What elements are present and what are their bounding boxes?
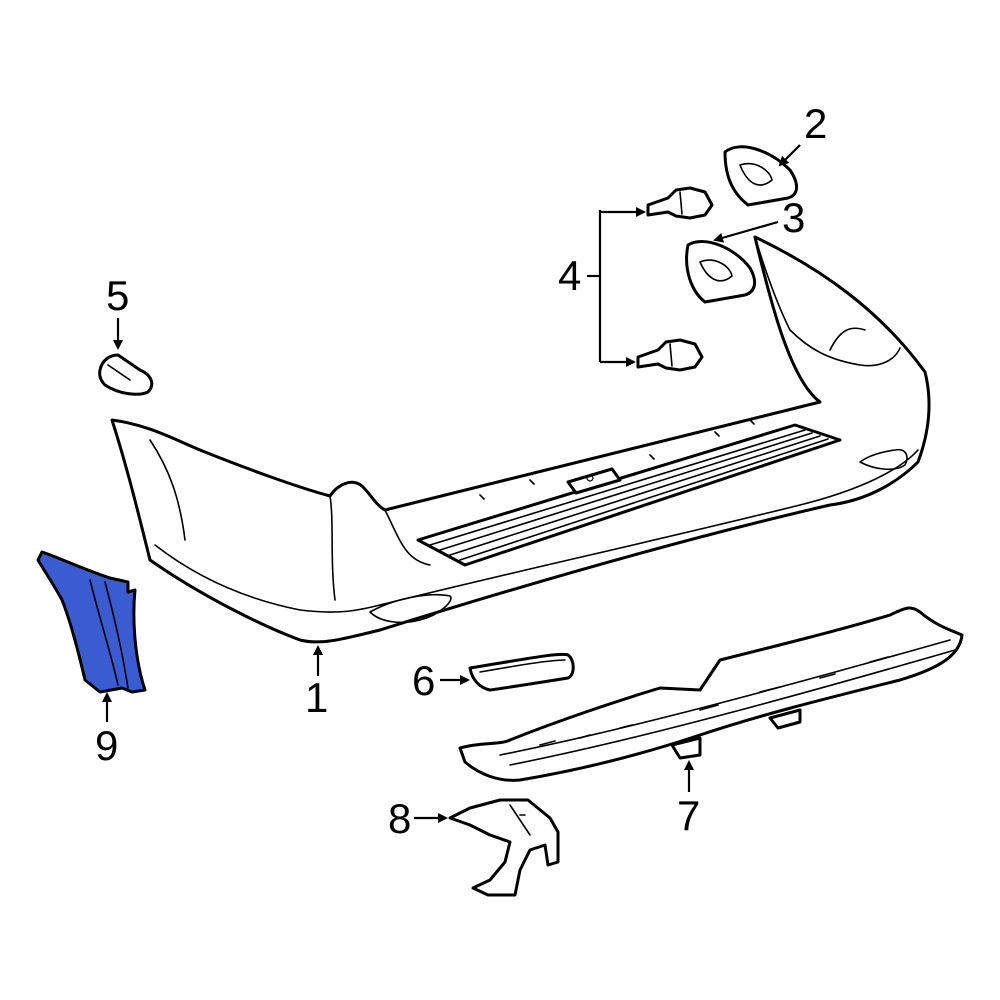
svg-text:7: 7 — [677, 792, 700, 839]
nut-part-5 — [98, 353, 154, 396]
callout-4: 4 — [558, 207, 646, 367]
svg-text:8: 8 — [388, 795, 411, 842]
callout-1: 1 — [305, 645, 328, 721]
callout-3: 3 — [713, 194, 805, 243]
clip-upper — [646, 186, 714, 220]
callout-8: 8 — [388, 795, 448, 842]
reinforcement-beam — [458, 606, 964, 782]
callout-2: 2 — [778, 100, 827, 167]
svg-text:2: 2 — [804, 100, 827, 147]
svg-text:5: 5 — [106, 272, 129, 319]
svg-text:4: 4 — [558, 252, 581, 299]
svg-text:6: 6 — [412, 657, 435, 704]
bumper-cover — [110, 235, 931, 644]
callout-7: 7 — [677, 760, 700, 839]
callout-6: 6 — [412, 657, 470, 704]
svg-text:9: 9 — [95, 722, 118, 769]
callout-9: 9 — [95, 692, 118, 769]
callout-5: 5 — [106, 272, 129, 350]
svg-text:1: 1 — [305, 674, 328, 721]
svg-text:3: 3 — [782, 194, 805, 241]
retainer-part-3 — [685, 240, 757, 304]
bracket-part-6 — [468, 652, 575, 692]
highlighted-extension-part-9 — [36, 550, 147, 694]
bracket-part-8 — [448, 798, 560, 897]
clip-lower — [636, 338, 704, 372]
